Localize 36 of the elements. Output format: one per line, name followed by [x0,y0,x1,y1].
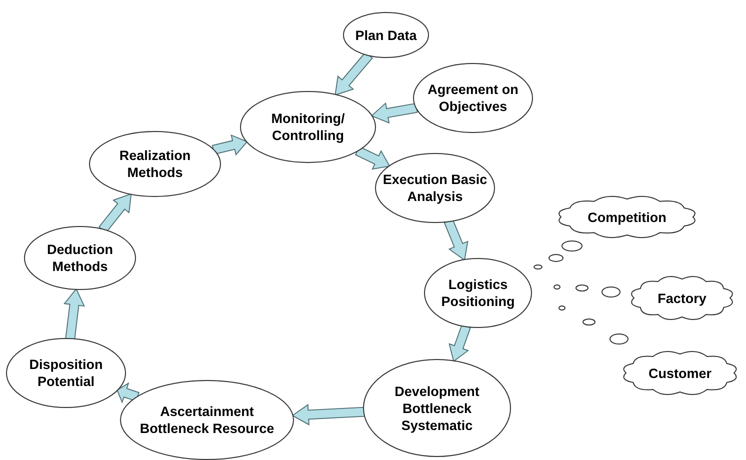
block-arrow [292,404,365,426]
node-label: Execution Basic Analysis [382,171,488,205]
process-ellipse [240,91,376,163]
thought-cloud [622,350,738,396]
process-ellipse [89,131,221,197]
process-ellipse [375,153,495,223]
process-ellipse [413,63,533,133]
block-arrow [98,193,132,234]
process-ellipse [24,226,136,290]
block-arrow [354,146,390,170]
node-label: Customer [648,364,712,382]
node-label: Ascertainment Bottleneck Resource [138,403,276,437]
thought-cloud [557,195,697,239]
node-label: Plan Data [355,26,417,44]
node-label: Competition [588,208,666,226]
block-arrow [212,134,248,156]
process-ellipse [424,258,532,328]
process-ellipse [343,12,429,58]
block-arrow [334,52,373,96]
node-label: Monitoring/ Controlling [270,110,346,144]
node-label: Realization Methods [118,147,192,181]
thought-cloud [630,275,734,321]
process-ellipse [120,380,294,460]
node-label: Deduction Methods [46,241,114,275]
block-arrow [116,382,140,404]
node-label: Factory [658,290,706,306]
node-label: Agreement on Objectives [426,81,520,115]
block-arrow [370,102,418,124]
process-ellipse [363,359,511,457]
node-label: Logistics Positioning [440,276,516,310]
block-arrow [64,288,85,340]
node-label: Disposition Potential [28,356,104,390]
block-arrow [444,218,468,261]
block-arrow [448,324,471,362]
node-label: Development Bottleneck Systematic [394,382,480,434]
process-ellipse [6,338,126,408]
